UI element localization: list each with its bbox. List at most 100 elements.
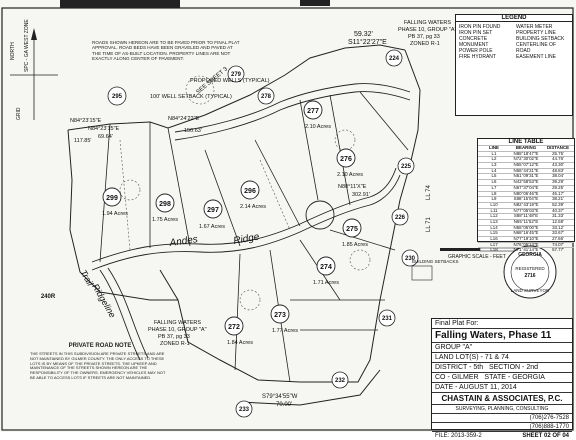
lot-297-number: 297 xyxy=(207,207,219,214)
lot-276-number: 276 xyxy=(340,156,352,163)
fw-top-phase: PHASE 10, GROUP "A" xyxy=(398,27,457,33)
phone: (706)276-7528 xyxy=(529,415,569,421)
lot-277-number: 277 xyxy=(307,108,319,115)
fw-bottom-phase: PHASE 10, GROUP "A" xyxy=(148,327,207,333)
svg-text:LAND SURVEYOR: LAND SURVEYOR xyxy=(511,288,550,293)
lot-274-acres: 1.71 Acres xyxy=(313,280,339,286)
lot-298-number: 298 xyxy=(159,201,171,208)
county: GILMER xyxy=(451,374,479,381)
lot-279-label: 279 xyxy=(231,72,242,78)
lot-240r-label: 240R xyxy=(41,294,56,300)
dist-4: 302.91' xyxy=(352,192,370,198)
sheet-number: SHEET 02 OF 04 xyxy=(522,433,569,439)
fw-bottom-title: FALLING WATERS xyxy=(154,320,201,326)
ll-74-label: LL 74 xyxy=(426,185,432,200)
bearing-bottom: S79°34'55"W xyxy=(262,394,298,400)
bldg-setbacks-label: BUILDING SETBACKS xyxy=(412,259,459,264)
lot-297-acres: 1.67 Acres xyxy=(199,224,225,230)
lot-225-label: 225 xyxy=(401,164,412,170)
proposed-wells-label: PROPOSED WELLS (TYPICAL) xyxy=(190,78,270,84)
fw-bottom-zoned: ZONED R-1 xyxy=(160,341,190,347)
firm-name: CHASTAIN & ASSOCIATES, P.C. xyxy=(432,393,572,405)
lot-230-label: 230 xyxy=(405,256,416,262)
north-arrow-icon xyxy=(10,28,58,120)
bearing-1: N84°23'15"E xyxy=(88,126,120,132)
lot-275-number: 275 xyxy=(346,226,358,233)
zone-label: SPC - GA WEST ZONE xyxy=(24,19,30,72)
line-table-header: LINE BEARING DISTANCE xyxy=(478,145,574,151)
lot-296-acres: 2.14 Acres xyxy=(240,204,266,210)
fax: (706)888-1770 xyxy=(529,424,569,430)
legend-box: LEGEND IRON PIN FOUND IRON PIN SET CONCR… xyxy=(455,14,573,116)
svg-text:REGISTERED: REGISTERED xyxy=(515,266,545,271)
legend-item: IRON PIN SET xyxy=(459,30,493,36)
lot-272-marker[interactable] xyxy=(224,316,244,336)
svg-text:2716: 2716 xyxy=(524,273,535,279)
lot-297-marker[interactable] xyxy=(203,199,223,219)
lot-273-number: 273 xyxy=(274,312,286,319)
lot-277-marker[interactable] xyxy=(303,100,323,120)
lot-296-marker[interactable] xyxy=(240,180,260,200)
lot-233-label: 233 xyxy=(239,407,250,413)
ll-71-label: LL 71 xyxy=(426,217,432,232)
file-number: FILE: 2013-359-2 xyxy=(435,433,482,439)
road-name-andes: Andes xyxy=(168,234,199,249)
lot-274-marker[interactable] xyxy=(316,256,336,276)
private-road-note: THE STREETS IN THIS SUBDIVISION ARE PRIV… xyxy=(30,351,166,380)
legend-item: EASEMENT LINE xyxy=(516,54,556,60)
lot-275-marker[interactable] xyxy=(342,218,362,238)
road-name-ridgeline: Ridgeline xyxy=(90,282,117,320)
svg-text:GRAPHIC SCALE - FEET: GRAPHIC SCALE - FEET xyxy=(448,254,506,260)
legend-item: CENTERLINE OF ROAD xyxy=(516,42,557,54)
district: 5th xyxy=(473,364,484,371)
lot-298-marker[interactable] xyxy=(155,193,175,213)
lot-274-number: 274 xyxy=(320,264,332,271)
bearing-3: N84°24'22"E xyxy=(168,116,200,122)
lot-272-acres: 1.84 Acres xyxy=(227,340,253,346)
state: GEORGIA xyxy=(512,374,545,381)
grid-label: GRID xyxy=(16,107,22,120)
title-block: Final Plat For: Falling Waters, Phase 11… xyxy=(431,318,573,439)
section: 2nd xyxy=(526,364,539,371)
legend-item: WATER METER xyxy=(516,24,553,30)
lot-299-marker[interactable] xyxy=(102,187,122,207)
bearing-4: N80°11'X"E xyxy=(338,184,367,190)
dist-3: 150.63' xyxy=(184,128,202,134)
legend-title: LEGEND xyxy=(456,15,572,22)
road-name-ridge: Ridge xyxy=(233,232,261,247)
lot-277-acres: 2.10 Acres xyxy=(305,124,331,130)
firm-sub: SURVEYING, PLANNING, CONSULTING xyxy=(432,405,572,414)
plat-date: AUGUST 11, 2014 xyxy=(459,384,517,391)
fw-top-title: FALLING WATERS xyxy=(404,20,451,26)
lot-273-marker[interactable] xyxy=(270,304,290,324)
dist-1: 69.64' xyxy=(98,134,113,140)
bearing-2: N84°23'15"E xyxy=(70,118,102,124)
lot-224-label: 224 xyxy=(389,56,400,62)
dist-bottom: 70.00' xyxy=(276,402,292,408)
fw-top-zoned: ZONED R-1 xyxy=(410,41,440,47)
lot-276-marker[interactable] xyxy=(336,148,356,168)
svg-text:GEORGIA: GEORGIA xyxy=(518,252,542,258)
line-table-title: LINE TABLE xyxy=(508,139,544,145)
lot-226-label: 226 xyxy=(395,215,406,221)
lot-272-number: 272 xyxy=(228,324,240,331)
lot-299-acres: 1.94 Acres xyxy=(102,211,128,217)
fw-top-pb: PB 37, pg 33 xyxy=(408,34,440,40)
lot-232-label: 232 xyxy=(335,378,346,384)
legend-item: POWER POLE xyxy=(459,48,493,54)
lot-299-number: 299 xyxy=(106,195,118,202)
